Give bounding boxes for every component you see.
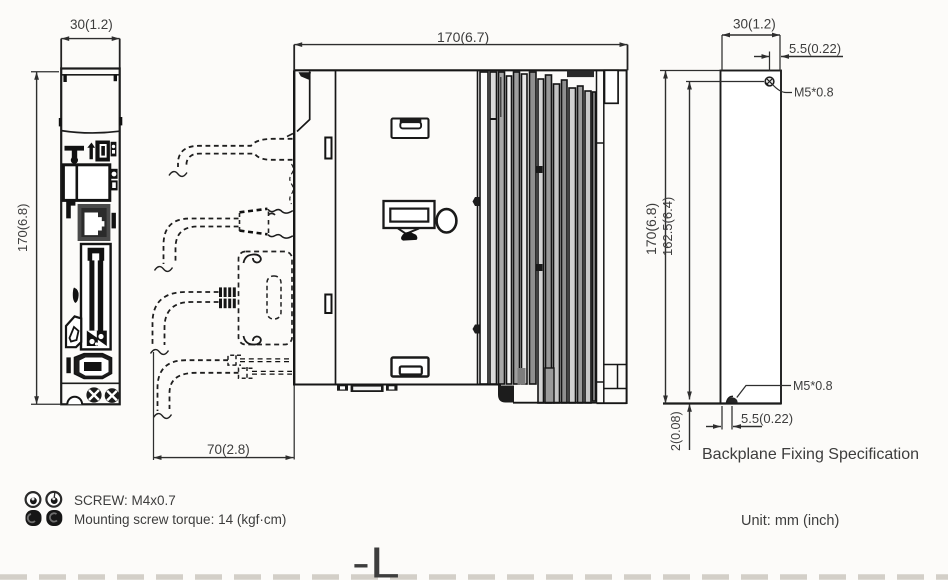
svg-text:30(1.2): 30(1.2) [70,17,113,32]
svg-text:Unit: mm (inch): Unit: mm (inch) [741,513,839,529]
svg-text:5.5(0.22): 5.5(0.22) [741,411,793,426]
svg-text:170(6.8): 170(6.8) [15,204,30,252]
svg-text:30(1.2): 30(1.2) [733,17,776,32]
svg-text:170(6.7): 170(6.7) [437,29,489,45]
svg-text:162.5(6.4): 162.5(6.4) [660,197,675,256]
svg-text:M5*0.8: M5*0.8 [794,86,834,100]
svg-text:M5*0.8: M5*0.8 [793,379,833,393]
svg-text:-L: -L [352,539,400,580]
svg-text:5.5(0.22): 5.5(0.22) [789,41,841,56]
svg-text:Backplane Fixing Specification: Backplane Fixing Specification [702,446,919,463]
svg-text:70(2.8): 70(2.8) [207,442,250,457]
svg-text:2(0.08): 2(0.08) [669,411,683,451]
svg-text:Mounting screw torque: 14 (kgf: Mounting screw torque: 14 (kgf·cm) [74,512,286,527]
svg-text:170(6.8): 170(6.8) [643,203,659,255]
svg-text:SCREW: M4x0.7: SCREW: M4x0.7 [74,493,176,508]
